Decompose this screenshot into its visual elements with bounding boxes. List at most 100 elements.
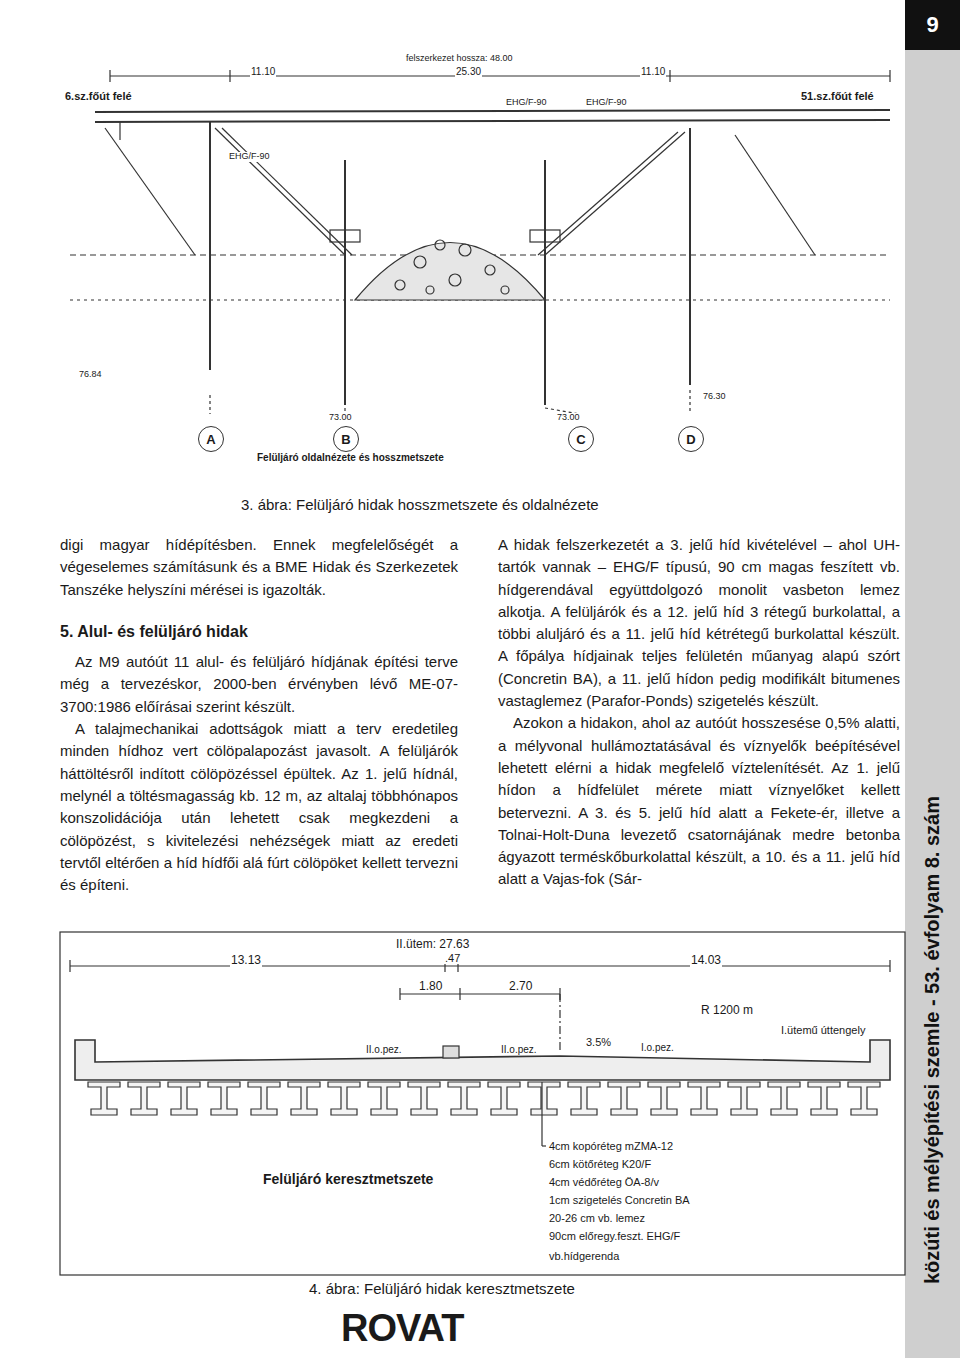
drawing-label: II.o.pez.	[365, 1044, 403, 1055]
drawing-line	[559, 994, 560, 1050]
drawing-label: vb.hídgerenda	[548, 1250, 620, 1262]
precast-beam	[488, 1082, 520, 1115]
drawing-label: 1cm szigetelés Concretin BA	[548, 1194, 691, 1206]
drawing-label: 1.80	[418, 980, 443, 993]
precast-beam	[808, 1082, 840, 1115]
precast-beam	[568, 1082, 600, 1115]
drawing-label: Felüljáró keresztmetszete	[262, 1172, 434, 1187]
drawing-label: EHG/F-90	[505, 98, 548, 108]
precast-beam	[688, 1082, 720, 1115]
drawing-label: 11.10	[640, 66, 666, 77]
precast-beam	[208, 1082, 240, 1115]
drawing-line	[545, 132, 685, 255]
node-text: B	[341, 432, 350, 447]
drawing-line	[443, 1046, 459, 1058]
drawing-line	[538, 132, 678, 255]
precast-beam	[248, 1082, 280, 1115]
node-text: C	[576, 432, 585, 447]
page-number-tab: 9	[905, 0, 960, 50]
drawing-line	[209, 395, 210, 414]
drawing-line	[530, 230, 560, 242]
body-paragraph: Az M9 autóút 11 alul- és felüljáró hídjá…	[60, 651, 458, 718]
precast-beam	[768, 1082, 800, 1115]
precast-beam	[408, 1082, 440, 1115]
drawing-label: EHG/F-90	[228, 152, 271, 162]
drawing-line	[889, 70, 890, 82]
drawing-line	[60, 932, 905, 1275]
node-text: A	[206, 432, 215, 447]
precast-beam	[608, 1082, 640, 1115]
drawing-label: 4cm védőréteg ÖA-8/v	[548, 1176, 660, 1188]
drawing-label: .47	[444, 952, 461, 964]
drawing-label: I.o.pez.	[640, 1042, 675, 1053]
drawing-line	[449, 274, 461, 286]
drawing-label: 6.sz.főút felé	[64, 90, 133, 102]
drawing-label: 14.03	[690, 954, 722, 967]
drawing-line	[69, 960, 70, 972]
drawing-line	[95, 110, 890, 112]
drawing-label: 2.70	[508, 980, 533, 993]
journal-name: közúti és mélyépítési szemle - 53. évfol…	[921, 795, 943, 1285]
drawing-line	[229, 70, 230, 82]
body-paragraph: A talajmechanikai adottságok miatt a ter…	[60, 718, 458, 896]
cross-section	[60, 932, 905, 1275]
drawing-line	[209, 122, 211, 370]
precast-beam	[448, 1082, 480, 1115]
drawing-label: 90cm előregy.feszt. EHG/F	[548, 1230, 681, 1242]
drawing-line	[105, 128, 195, 255]
precast-beam	[368, 1082, 400, 1115]
precast-beam	[328, 1082, 360, 1115]
drawing-line	[426, 286, 434, 294]
drawing-label: 73.00	[328, 413, 353, 423]
drawing-line	[541, 1082, 542, 1146]
drawing-line	[344, 160, 346, 405]
precast-beam	[528, 1082, 560, 1115]
axis-circle: C	[568, 426, 594, 452]
drawing-label: 13.13	[230, 954, 262, 967]
drawing-label: 76.30	[702, 392, 727, 402]
drawing-line	[330, 230, 360, 242]
drawing-line	[222, 128, 352, 255]
drawing-label: 6cm kötőréteg K20/F	[548, 1158, 652, 1170]
node-text: D	[686, 432, 695, 447]
drawing-label: 73.00	[556, 413, 581, 423]
drawing-label: 25.30	[455, 66, 482, 77]
drawing-line	[399, 988, 400, 1000]
drawing-label: felszerkezet hossza: 48.00	[405, 54, 514, 64]
figure-caption: 3. ábra: Felüljáró hidak hosszmetszete é…	[240, 497, 600, 514]
drawing-line	[459, 244, 471, 256]
section-tag: ROVAT	[340, 1308, 464, 1350]
drawing-label: II.ütem: 27.63	[395, 938, 470, 951]
drawing-line	[889, 960, 890, 972]
precast-beam	[88, 1082, 120, 1115]
precast-beam	[288, 1082, 320, 1115]
drawing-label: 76.84	[78, 370, 103, 380]
drawing-line	[95, 120, 890, 122]
drawing-line	[689, 128, 691, 385]
precast-beam	[728, 1082, 760, 1115]
node-text: 9	[926, 12, 938, 38]
drawing-label: 20-26 cm vb. lemez	[548, 1212, 646, 1224]
drawing-line	[75, 1040, 890, 1080]
drawing-label: I.ütemű úttengely	[780, 1024, 866, 1036]
drawing-label: 3.5%	[585, 1036, 612, 1048]
drawing-line	[355, 243, 545, 301]
body-paragraph: Azokon a hidakon, ahol az autóút hosszes…	[498, 712, 900, 890]
text-column: A hidak felszerkezetét a 3. jelű híd kiv…	[498, 534, 900, 891]
drawing-label: R 1200 m	[700, 1004, 754, 1017]
precast-beam	[848, 1082, 880, 1115]
drawing-label: II.o.pez.	[500, 1044, 538, 1055]
precast-beam	[168, 1082, 200, 1115]
drawing-label: EHG/F-90	[585, 98, 628, 108]
drawing-line	[542, 1145, 546, 1146]
axis-circle: A	[198, 426, 224, 452]
drawing-line	[70, 965, 890, 966]
axis-circle: D	[678, 426, 704, 452]
drawing-line	[400, 993, 560, 994]
body-paragraph: digi magyar hídépítésben. Ennek megfelel…	[60, 534, 458, 601]
drawing-line	[395, 280, 405, 290]
side-bar	[905, 0, 960, 1358]
precast-beam	[648, 1082, 680, 1115]
body-paragraph: A hidak felszerkezetét a 3. jelű híd kiv…	[498, 534, 900, 712]
drawing-line	[414, 256, 426, 268]
